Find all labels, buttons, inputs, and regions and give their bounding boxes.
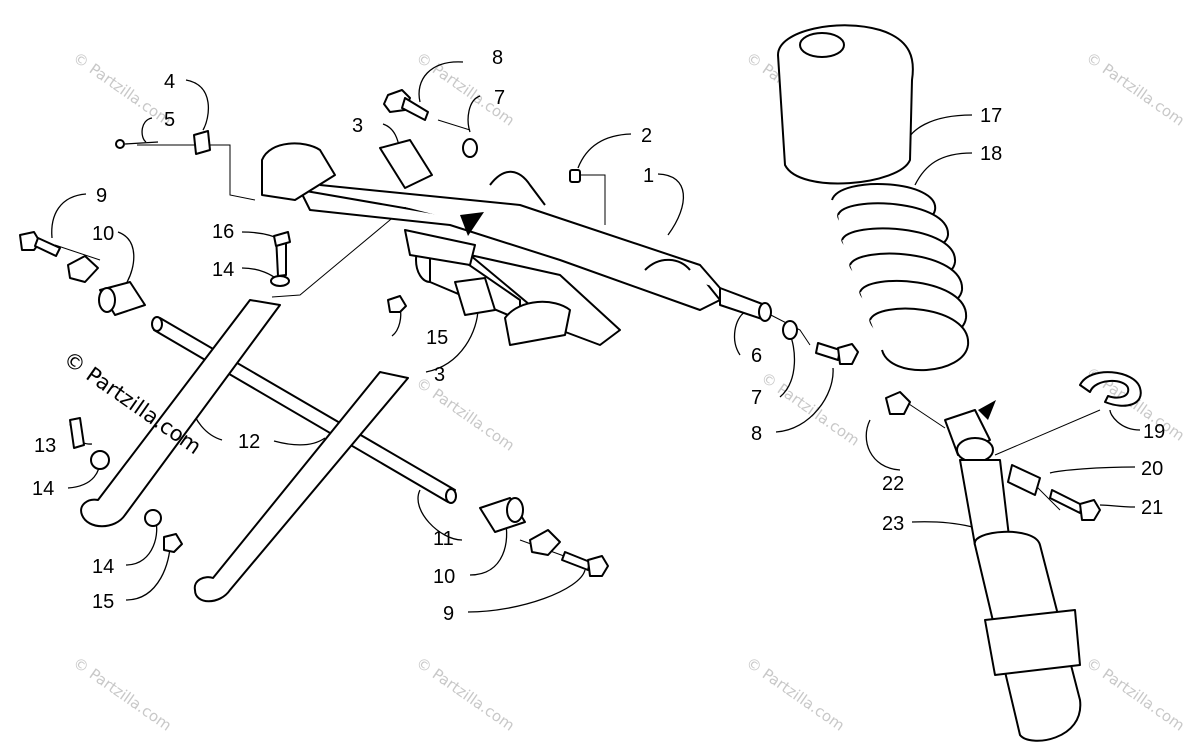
- strap-left: [80, 299, 281, 528]
- callout-label: 7: [494, 87, 505, 109]
- shaft-end: [151, 316, 163, 332]
- callout-label: 20: [1141, 458, 1163, 480]
- callout-label: 2: [641, 125, 652, 147]
- screw-icon: [124, 141, 159, 145]
- wear-block: [379, 139, 433, 189]
- callout-label: 10: [92, 223, 114, 245]
- leader-lines: [51, 61, 1141, 613]
- callout-label: 19: [1143, 421, 1165, 443]
- callout-label: 5: [164, 109, 175, 131]
- bushing-icon: [479, 497, 526, 533]
- callout-label: 17: [980, 105, 1002, 127]
- pointer-arrow: [460, 212, 484, 236]
- bolt-icon: [19, 231, 61, 257]
- callout-label: 6: [751, 345, 762, 367]
- washer-icon: [90, 450, 110, 470]
- bushing-icon: [98, 281, 146, 316]
- bolt-icon: [561, 551, 609, 577]
- shock-spring: [831, 183, 970, 371]
- callout-label: 13: [34, 435, 56, 457]
- callout-label: 14: [212, 259, 234, 281]
- callout-label: 8: [492, 47, 503, 69]
- watermark-faint: © Partzilla.com: [743, 654, 848, 735]
- watermark-faint: © Partzilla.com: [1083, 49, 1188, 130]
- watermark-faint: © Partzilla.com: [1083, 654, 1188, 735]
- shaft-end: [445, 488, 457, 504]
- callout-label: 21: [1141, 497, 1163, 519]
- nut-icon: [387, 295, 407, 313]
- wear-block: [504, 300, 571, 346]
- cap-icon: [67, 255, 99, 283]
- shock-body: [944, 400, 1082, 742]
- watermark-faint: © Partzilla.com: [413, 374, 518, 455]
- nut-icon: [163, 533, 183, 553]
- callout-label: 11: [433, 528, 454, 550]
- callout-label: 9: [443, 603, 454, 625]
- callout-label: 4: [164, 71, 175, 93]
- callout-label: 1: [643, 165, 654, 187]
- bolt-head: [273, 231, 291, 247]
- callout-label: 12: [238, 431, 260, 453]
- washer-icon: [270, 275, 290, 287]
- callout-label: 10: [433, 566, 455, 588]
- callout-label: 9: [96, 185, 107, 207]
- spacer-icon: [1007, 464, 1041, 496]
- callout-label: 3: [352, 115, 363, 137]
- watermark-faint: © Partzilla.com: [70, 654, 175, 735]
- pointer-arrow: [978, 400, 996, 420]
- bolt-icon: [815, 342, 859, 365]
- wear-block: [454, 277, 496, 316]
- callout-label: 7: [751, 387, 762, 409]
- watermark-faint: © Partzilla.com: [758, 369, 863, 450]
- callout-label: 18: [980, 143, 1002, 165]
- grease-fitting-icon: [569, 169, 581, 183]
- callouts: 1 2 3 3 4 5 6 7 7 8 8 9 9 10 10 11 12 13…: [32, 47, 1165, 625]
- wear-block: [261, 142, 336, 201]
- bolt-icon: [69, 417, 85, 449]
- watermark-faint: © Partzilla.com: [70, 49, 175, 130]
- callout-label: 8: [751, 423, 762, 445]
- shock-boot: [777, 24, 914, 185]
- washer-icon: [782, 320, 798, 340]
- watermark-faint: © Partzilla.com: [413, 654, 518, 735]
- screw-head: [115, 139, 125, 149]
- callout-label: 23: [882, 513, 904, 535]
- clip-icon: [1079, 371, 1142, 407]
- callout-label: 22: [882, 473, 904, 495]
- callout-label: 15: [92, 591, 114, 613]
- callout-label: 3: [434, 364, 445, 386]
- callout-label: 15: [426, 327, 448, 349]
- strap-right: [193, 371, 409, 603]
- bolt-icon: [383, 89, 429, 121]
- pin-icon: [193, 130, 211, 155]
- washer-icon: [462, 138, 478, 158]
- cap-icon: [529, 529, 561, 556]
- nut-icon: [885, 391, 911, 415]
- callout-label: 14: [32, 478, 54, 500]
- washer-icon: [144, 509, 162, 527]
- callout-label: 16: [212, 221, 234, 243]
- callout-label: 14: [92, 556, 114, 578]
- bolt-icon: [1049, 489, 1101, 521]
